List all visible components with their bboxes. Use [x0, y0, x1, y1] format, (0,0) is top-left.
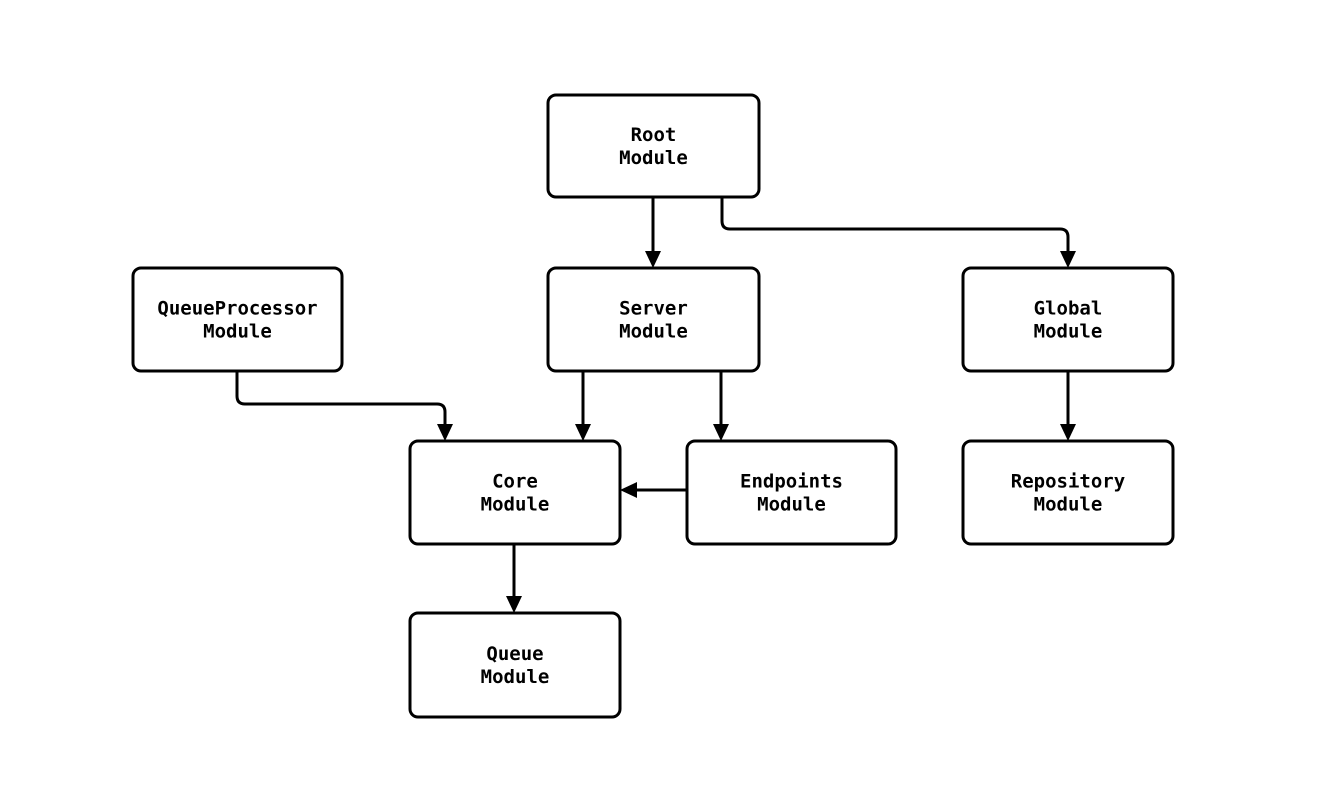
node-label-line2: Module [481, 666, 550, 688]
edge-line [235, 371, 447, 424]
node-label-line2: Module [757, 493, 826, 515]
node-label-line2: Module [203, 320, 272, 342]
node-box[interactable] [131, 266, 344, 373]
node-label-line1: Repository [1011, 470, 1125, 492]
node-label-line1: Queue [486, 643, 543, 665]
edge-global-repository [1060, 371, 1076, 441]
node-box[interactable] [685, 439, 898, 546]
node-box[interactable] [961, 266, 1175, 373]
edge-queueprocessor-core [235, 371, 453, 441]
arrowhead-icon [645, 251, 661, 268]
node-label-line2: Module [481, 493, 550, 515]
arrowhead-icon [713, 424, 729, 441]
edge-server-core [575, 371, 591, 441]
node-label-line1: QueueProcessor [157, 297, 317, 319]
node-label-line1: Server [619, 297, 688, 319]
arrowhead-icon [1060, 251, 1076, 268]
arrowhead-icon [1060, 424, 1076, 441]
edge-line [720, 197, 1070, 251]
node-label-line2: Module [1034, 320, 1103, 342]
arrowhead-icon [437, 424, 453, 441]
edge-root-global [720, 197, 1076, 268]
node-label-line1: Endpoints [740, 470, 843, 492]
edges-layer [235, 197, 1076, 613]
arrowhead-icon [620, 482, 637, 498]
edge-server-endpoints [713, 371, 729, 441]
arrowhead-icon [575, 424, 591, 441]
node-label-line1: Core [492, 470, 538, 492]
node-box[interactable] [961, 439, 1175, 546]
node-label-line1: Global [1034, 297, 1103, 319]
node-box[interactable] [408, 439, 622, 546]
edge-endpoints-core [620, 482, 687, 498]
edge-core-queue [506, 544, 522, 613]
node-box[interactable] [408, 611, 622, 719]
arrowhead-icon [506, 596, 522, 613]
node-label-line2: Module [1034, 493, 1103, 515]
node-label-line2: Module [619, 147, 688, 169]
node-box[interactable] [546, 93, 761, 199]
node-label-line2: Module [619, 320, 688, 342]
node-label-line1: Root [631, 124, 677, 146]
edge-root-server [645, 197, 661, 268]
node-box[interactable] [546, 266, 761, 373]
